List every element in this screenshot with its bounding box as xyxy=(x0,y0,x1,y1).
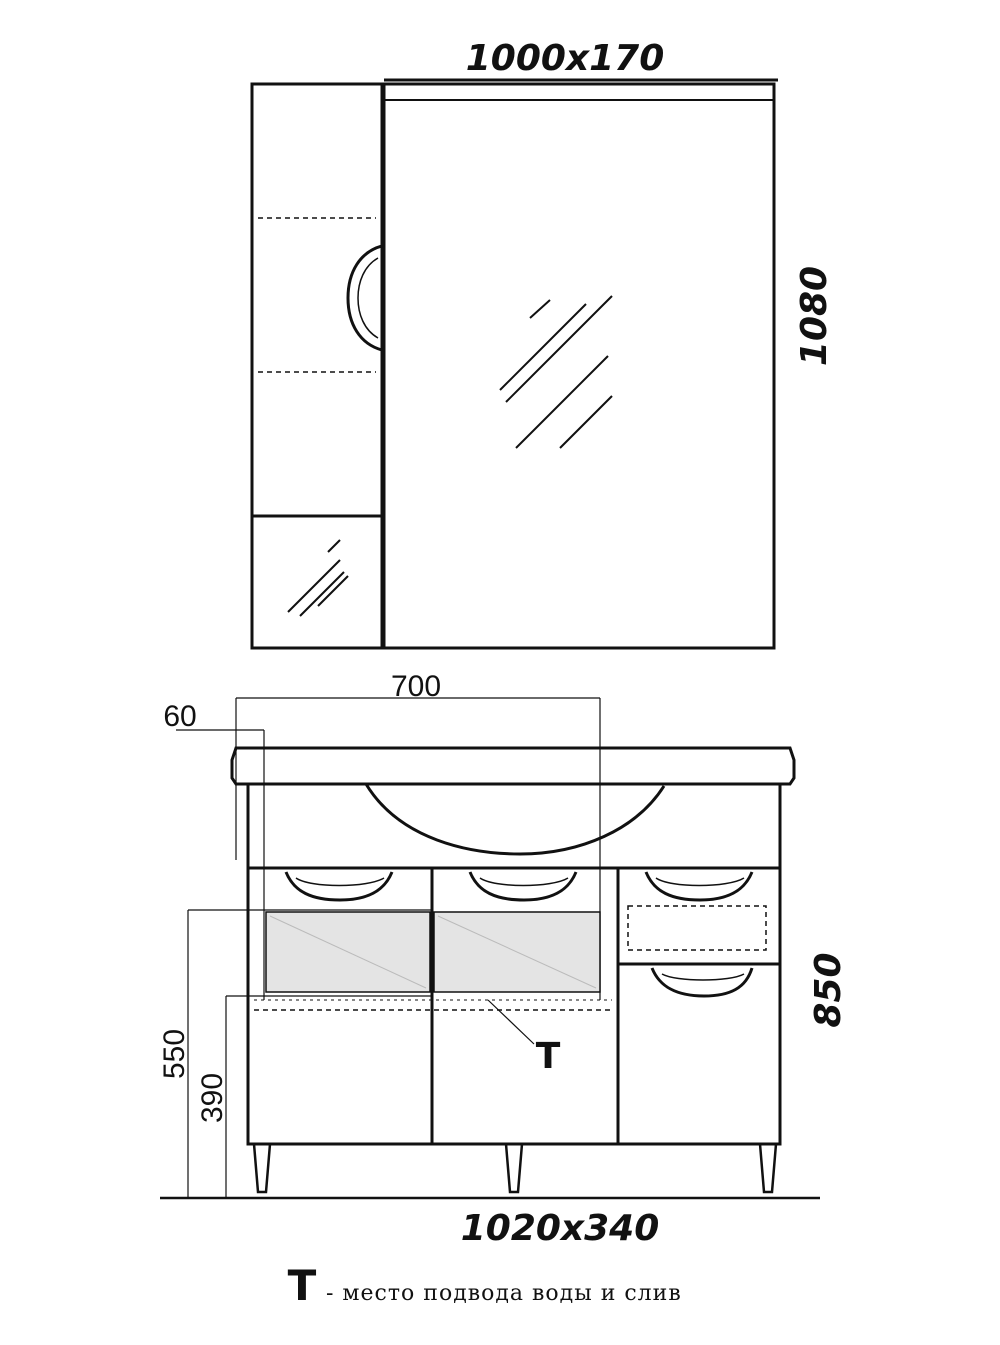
pipe-height-lower-label: 390 xyxy=(196,1073,229,1123)
door-handle-left xyxy=(284,871,394,902)
door-handle-middle xyxy=(468,871,578,902)
legend-description: - место подвода воды и слив xyxy=(326,1281,682,1306)
leg-right xyxy=(758,1143,778,1194)
drawer-dashed-window xyxy=(627,905,767,951)
basin-bowl xyxy=(364,783,666,856)
basin-dimension-guides xyxy=(176,697,601,1000)
side-cabinet-handle xyxy=(346,244,383,352)
wall-cabinet xyxy=(250,78,778,650)
leg-middle xyxy=(504,1143,524,1194)
vanity-body xyxy=(246,866,782,1146)
drawer-handle-top xyxy=(644,871,754,902)
mirror-glare xyxy=(499,295,613,449)
basin-countertop xyxy=(230,746,796,786)
pipe-height-guides xyxy=(187,909,432,1198)
vanity-height-label: 850 xyxy=(808,952,849,1027)
vanity-cabinet xyxy=(246,782,782,1146)
side-cabinet-handle-inner xyxy=(357,257,379,339)
side-cabinet-glare xyxy=(287,539,349,617)
side-cabinet-outline xyxy=(250,82,384,650)
glass-panels xyxy=(265,905,767,993)
vanity-legs xyxy=(252,1143,778,1194)
marker-pointer xyxy=(487,999,535,1045)
drawer-handle-bottom xyxy=(650,967,754,998)
basin-width-label: 700 xyxy=(391,670,441,703)
wall-cabinet-height-label: 1080 xyxy=(794,266,835,366)
basin xyxy=(230,746,796,856)
wall-cabinet-width-label: 1000x170 xyxy=(466,38,665,79)
leg-left xyxy=(252,1143,272,1194)
mirror-cabinet-outline xyxy=(382,82,776,650)
water-connection-marker: T xyxy=(536,1036,561,1077)
vanity-width-label: 1020x340 xyxy=(461,1208,660,1249)
offset-label: 60 xyxy=(163,700,196,733)
pipe-height-upper-label: 550 xyxy=(158,1029,191,1079)
legend-symbol: T xyxy=(288,1261,317,1310)
